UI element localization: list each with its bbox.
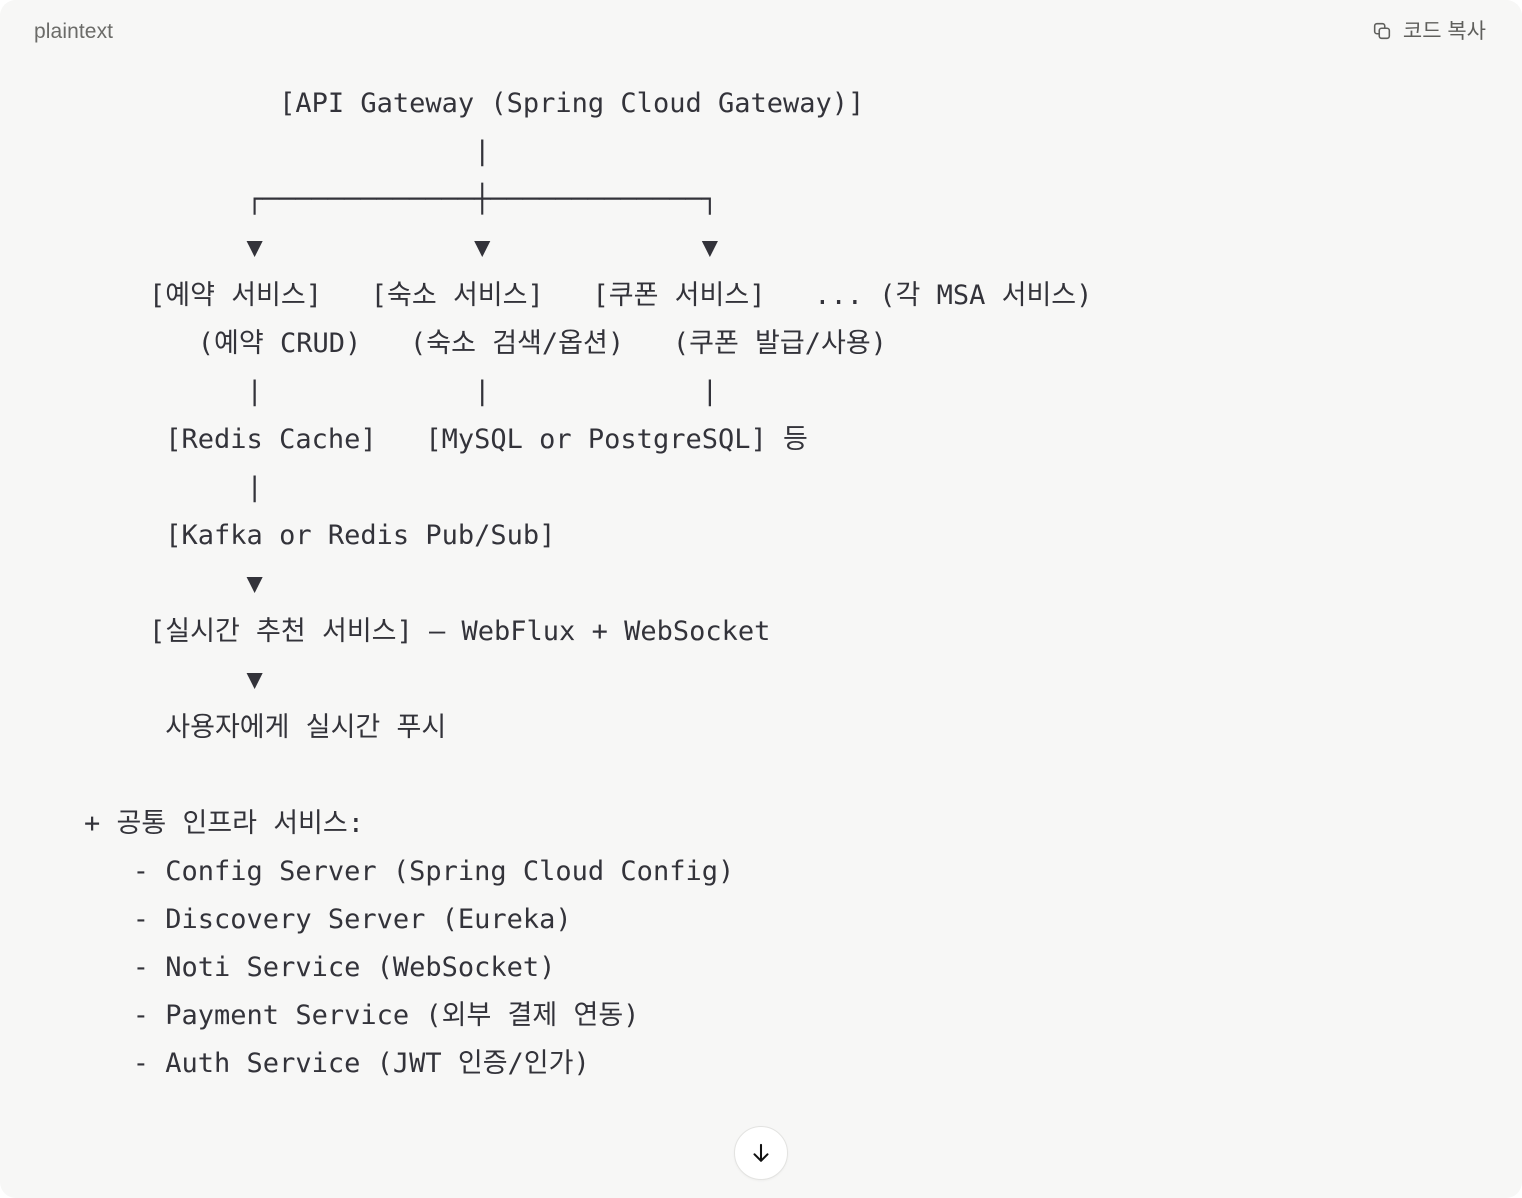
code-text: [API Gateway (Spring Cloud Gateway)] | ┌… — [84, 88, 1093, 1079]
arrow-down-icon — [748, 1140, 774, 1166]
copy-code-label: 코드 복사 — [1402, 19, 1486, 43]
code-language-label: plaintext — [34, 19, 114, 43]
scroll-to-bottom-button[interactable] — [734, 1126, 788, 1180]
copy-code-button[interactable]: 코드 복사 — [1365, 16, 1492, 46]
code-block-header: plaintext 코드 복사 — [0, 0, 1522, 62]
code-content-area: [API Gateway (Spring Cloud Gateway)] | ┌… — [0, 62, 1522, 1198]
copy-icon — [1371, 20, 1393, 42]
